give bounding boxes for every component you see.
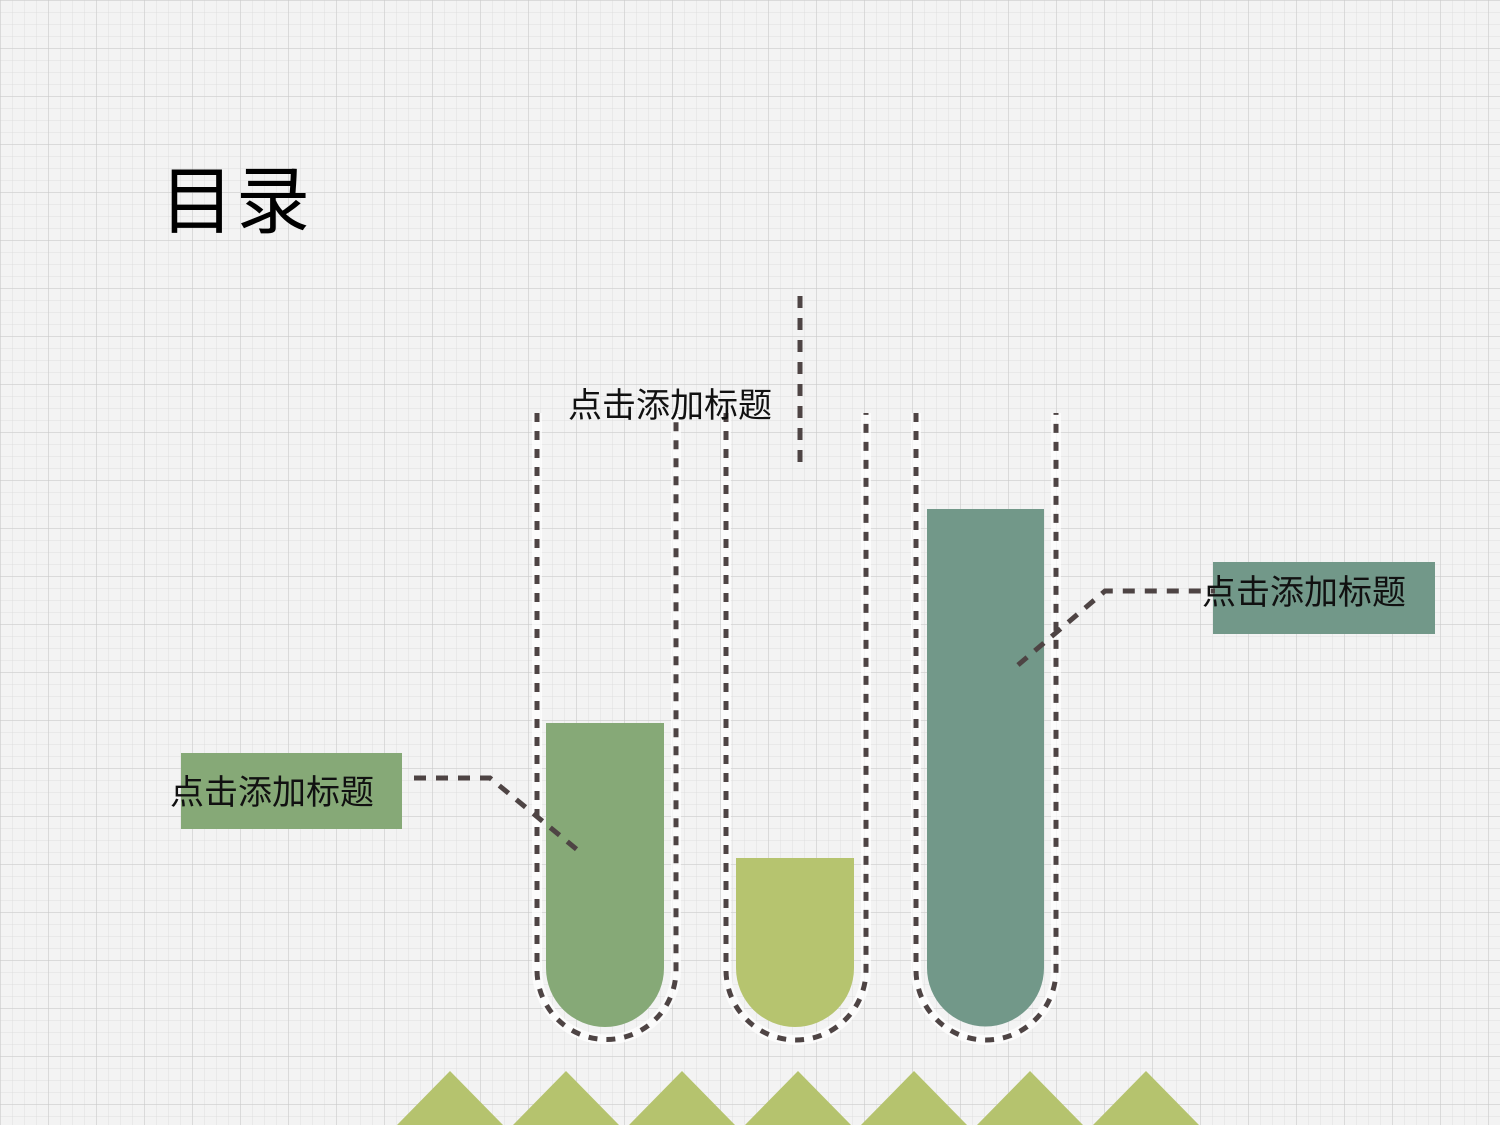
tube-outline-1 <box>534 413 679 1042</box>
connector-right <box>1016 588 1215 667</box>
label-box-right <box>1213 562 1435 634</box>
tube-outline-2 <box>723 413 869 1043</box>
page-title: 目录 <box>160 159 312 245</box>
tube-fill-1 <box>546 723 664 1027</box>
tube-fill-3 <box>927 509 1045 1027</box>
item-label-top[interactable]: 点击添加标题 <box>568 386 772 426</box>
tube-outline-3 <box>913 413 1059 1043</box>
label-box-left <box>181 753 402 829</box>
item-label-left[interactable]: 点击添加标题 <box>170 773 374 813</box>
tube-fill-2 <box>736 858 854 1027</box>
item-label-right[interactable]: 点击添加标题 <box>1202 573 1406 613</box>
connector-left <box>414 775 582 854</box>
triangle-decoration <box>397 1071 1199 1125</box>
